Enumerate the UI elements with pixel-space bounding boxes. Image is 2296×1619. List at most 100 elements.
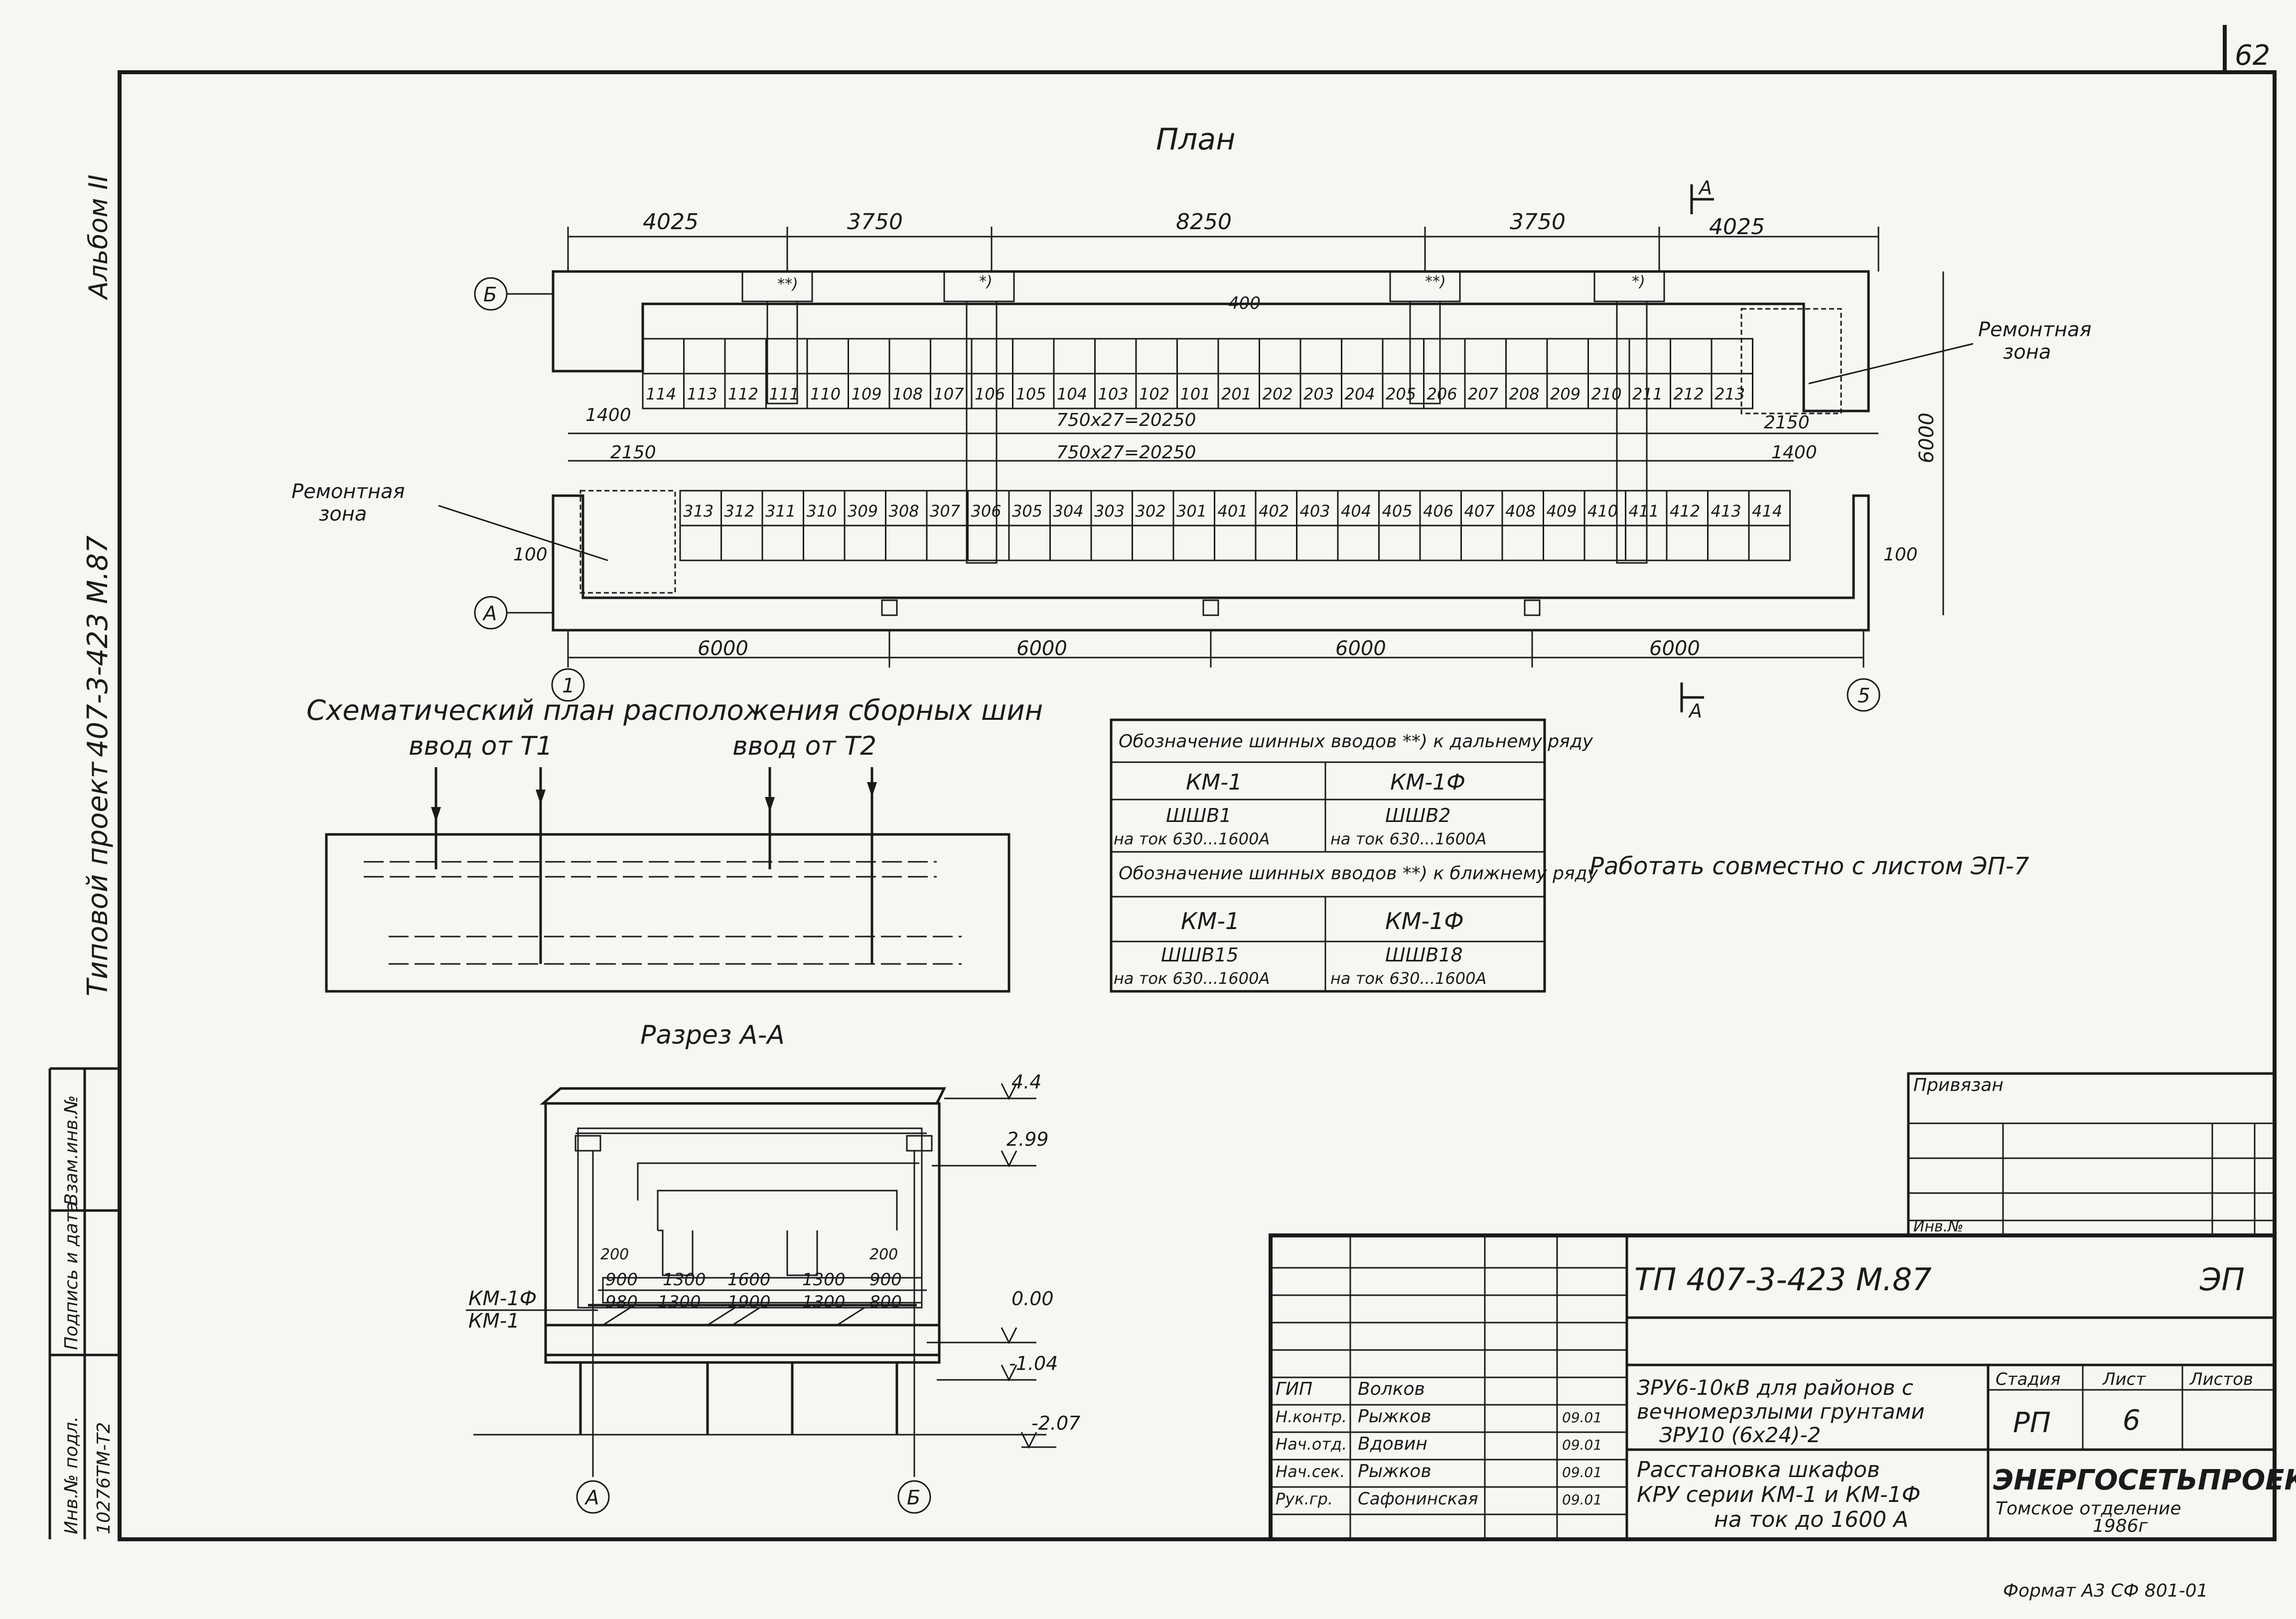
- staff-role-1: ГИП: [1276, 1379, 1312, 1399]
- repair-zone-left: [579, 490, 676, 594]
- bottom-cell-306-lower: [967, 525, 1010, 561]
- dim-1400-left: 1400: [585, 405, 631, 425]
- top-cell-label-208: 208: [1509, 385, 1540, 404]
- bottom-cell-401-lower: [1214, 525, 1257, 561]
- top-cell-202-upper: [1259, 338, 1301, 375]
- bottom-cell-406-lower: [1419, 525, 1462, 561]
- album-label: Альбом II: [84, 174, 114, 300]
- top-cell-209-upper: [1546, 338, 1589, 375]
- bottom-cell-label-401: 401: [1218, 502, 1248, 521]
- vzam-inv-label: Взам.инв.№: [61, 1095, 82, 1206]
- table-near-col2: КМ-1Ф: [1385, 908, 1464, 935]
- axis-A-plan: А: [474, 596, 553, 630]
- staff-name-2: Рыжков: [1358, 1406, 1432, 1427]
- staff-name-5: Сафонинская: [1358, 1489, 1478, 1509]
- sec-dim-200a: 200: [600, 1246, 629, 1263]
- bottom-cell-label-403: 403: [1300, 502, 1330, 521]
- top-cell-label-102: 102: [1139, 385, 1169, 404]
- top-cell-206-upper: [1423, 338, 1466, 375]
- bottom-cell-412-lower: [1666, 525, 1709, 561]
- level-minus-2-07: -2.07: [1031, 1412, 1080, 1434]
- top-cell-label-101: 101: [1180, 385, 1211, 404]
- top-cell-201-upper: [1217, 338, 1260, 375]
- table-header-near: Обозначение шинных вводов **) к ближнему…: [1119, 863, 1598, 884]
- bottom-cell-307-lower: [926, 525, 969, 561]
- sec-km1: КМ-1: [468, 1310, 520, 1333]
- staff-date-3: 09.01: [1562, 1437, 1602, 1453]
- bottom-cell-414-lower: [1748, 525, 1791, 561]
- top-cell-label-108: 108: [892, 385, 923, 404]
- top-cell-204-upper: [1341, 338, 1384, 375]
- tb-sheets-label: Листов: [2189, 1369, 2253, 1389]
- level-4-4: 4.4: [1011, 1071, 1041, 1093]
- top-cell-label-104: 104: [1057, 385, 1087, 404]
- staff-name-4: Рыжков: [1358, 1461, 1432, 1482]
- tb-stage-label: Стадия: [1996, 1369, 2060, 1389]
- bottom-cell-label-309: 309: [848, 502, 878, 521]
- svg-text:1: 1: [562, 675, 574, 697]
- table-near-range2: на ток 630...1600А: [1330, 969, 1486, 988]
- note-text: Работать совместно с листом ЭП-7: [1589, 852, 2029, 880]
- top-cell-label-111: 111: [769, 385, 800, 404]
- table-far-col2: КМ-1Ф: [1390, 770, 1465, 795]
- table-far-code1: ШШВ1: [1166, 805, 1232, 826]
- level-0-00: 0.00: [1011, 1288, 1054, 1310]
- top-cell-label-206: 206: [1427, 385, 1457, 404]
- tb-desc-line3: ЗРУ10 (6х24)-2: [1659, 1423, 1821, 1447]
- top-cell-114-upper: [642, 338, 685, 375]
- top-cell-label-109: 109: [852, 385, 882, 404]
- top-cell-label-201: 201: [1221, 385, 1252, 404]
- section-title: Разрез А-А: [640, 1020, 785, 1050]
- level-minus-1-04: -1.04: [1009, 1352, 1058, 1374]
- axis-1: 1: [551, 668, 585, 702]
- top-dim-5: 4025: [1709, 214, 1765, 240]
- repair-zone-left-line1: Ремонтная: [291, 480, 405, 503]
- row-span-top: 750x27=20250: [1056, 410, 1196, 430]
- svg-text:А: А: [482, 602, 497, 625]
- tb-sheet: 6: [2123, 1404, 2141, 1437]
- sec-bot-dim-5: 800: [869, 1292, 902, 1312]
- passage-4: [1616, 300, 1648, 564]
- section-drawing: [473, 1087, 1046, 1477]
- star-mark-2: *): [979, 273, 993, 290]
- bottom-cell-label-410: 410: [1587, 502, 1618, 521]
- passage-2: [966, 300, 998, 564]
- bottom-dim-1: 6000: [698, 637, 748, 660]
- format-note: Формат А3 СФ 801-01: [2003, 1581, 2208, 1601]
- plan-title: План: [1156, 122, 1235, 157]
- bottom-cell-label-308: 308: [889, 502, 919, 521]
- top-cell-label-110: 110: [810, 385, 841, 404]
- bottom-cell-310-lower: [803, 525, 846, 561]
- section-axis-B: Б: [897, 1480, 931, 1514]
- section-mark-bottom: А: [1680, 682, 1704, 722]
- table-near-range1: на ток 630...1600А: [1114, 969, 1270, 988]
- bottom-cell-309-lower: [844, 525, 886, 561]
- top-dim-4: 3750: [1510, 209, 1566, 235]
- input-t1-label: ввод от Т1: [409, 731, 553, 761]
- table-far-col1: КМ-1: [1186, 770, 1242, 795]
- bottom-cell-label-411: 411: [1629, 502, 1659, 521]
- bus-table: Обозначение шинных вводов **) к дальнему…: [1110, 718, 1598, 993]
- top-cell-label-112: 112: [728, 385, 758, 404]
- tb-staff-list: ГИП Волков Н.контр. Рыжков 09.01 Нач.отд…: [1276, 1379, 1602, 1509]
- top-cell-213-upper: [1711, 338, 1753, 375]
- plan-lower-wall: [552, 494, 1870, 632]
- top-cell-213-lower: [1711, 373, 1753, 409]
- bottom-cell-301-lower: [1172, 525, 1215, 561]
- bottom-cell-label-404: 404: [1341, 502, 1371, 521]
- repair-zone-left-line2: зона: [319, 503, 367, 526]
- star-mark-4: *): [1632, 273, 1645, 290]
- bottom-cell-label-408: 408: [1505, 502, 1536, 521]
- top-dim-1: 4025: [643, 209, 699, 235]
- tb-stage: РП: [2013, 1407, 2051, 1439]
- repair-zone-right-line1: Ремонтная: [1978, 318, 2092, 341]
- svg-text:А: А: [1688, 700, 1702, 722]
- bottom-dim-3: 6000: [1335, 637, 1386, 660]
- top-cell-label-107: 107: [934, 385, 965, 404]
- table-near-code1: ШШВ15: [1161, 944, 1239, 966]
- staff-role-4: Нач.сек.: [1276, 1462, 1345, 1481]
- top-cell-106-upper: [971, 338, 1013, 375]
- row-span-bottom: 750x27=20250: [1056, 442, 1196, 463]
